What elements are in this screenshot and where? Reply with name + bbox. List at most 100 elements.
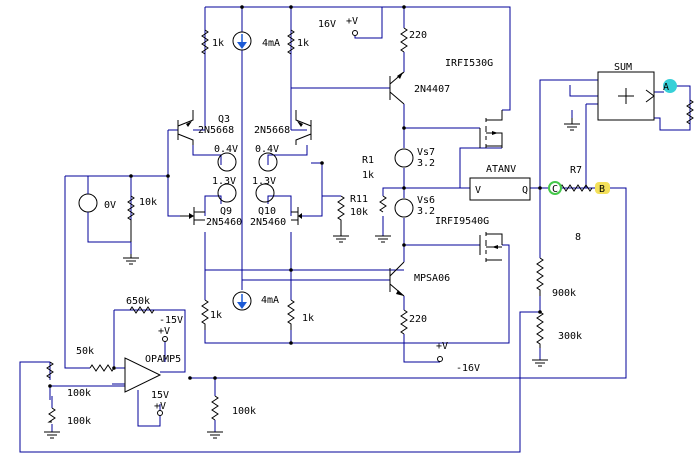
label-vplus-top: +V <box>346 16 358 27</box>
label-r1-name: R1 <box>362 155 374 166</box>
resistor-100k-b <box>47 407 56 423</box>
label-r-in: 10k <box>139 197 157 208</box>
resistor-top-right <box>287 29 295 55</box>
supply-terminals <box>157 30 443 416</box>
resistor-r11 <box>337 195 345 230</box>
cmp-top-right <box>258 152 278 172</box>
label-neg-rail: -16V <box>456 363 480 374</box>
resistor-r7 <box>559 184 593 192</box>
transistor-mpsa06 <box>389 261 405 297</box>
probe-a <box>663 79 677 93</box>
label-vs6-name: Vs6 <box>417 195 435 206</box>
label-i-bot: 4mA <box>261 295 279 306</box>
label-probe-c: C <box>552 184 558 195</box>
voltage-source-vs6 <box>394 198 414 218</box>
resistor-top-left <box>201 29 209 55</box>
label-r7: R7 <box>570 165 582 176</box>
label-r-top-left: 1k <box>212 38 224 49</box>
resistor-50k <box>89 364 115 372</box>
resistor-650k <box>129 306 155 314</box>
label-q9-part: 2N5460 <box>206 217 242 228</box>
resistor-300k <box>536 311 544 348</box>
resistor-bot-right <box>287 299 295 330</box>
atanv-block <box>469 177 531 201</box>
label-drain-bot: 220 <box>409 314 427 325</box>
label-300k: 300k <box>558 331 582 342</box>
labels: 16V +V 220 IRFI530G 2N4407 1k 4mA 1k Q3 … <box>67 16 669 427</box>
label-probe-a: A <box>663 82 669 93</box>
label-atanv-out: Q <box>522 185 528 196</box>
label-sum: SUM <box>614 62 632 73</box>
voltage-source-input <box>78 186 98 220</box>
label-vplus-opamp-top: +V <box>158 326 170 337</box>
grounds <box>44 118 580 439</box>
label-atanv: ATANV <box>486 164 516 175</box>
resistor-sum-feedback <box>686 99 694 125</box>
label-vplus-opamp-bot: +V <box>154 401 166 412</box>
label-50k: 50k <box>76 346 94 357</box>
label-r-bot-left: 1k <box>210 310 222 321</box>
resistor-drain-bot <box>400 309 408 335</box>
cmp-bot-right <box>255 183 275 203</box>
label-vs7-value: 3.2 <box>417 158 435 169</box>
label-i-top: 4mA <box>262 38 280 49</box>
label-cmp-top-left: 0.4V <box>214 144 238 155</box>
wires <box>19 6 691 453</box>
label-650k: 650k <box>126 296 150 307</box>
label-opamp-neg: -15V <box>159 315 183 326</box>
label-100k-c: 100k <box>232 406 256 417</box>
current-source-bottom <box>232 291 252 311</box>
resistor-drain-top <box>400 27 408 53</box>
label-q9-name: Q9 <box>220 206 232 217</box>
transistor-q4 <box>295 110 312 145</box>
label-mpsa06: MPSA06 <box>414 273 450 284</box>
label-2n4407: 2N4407 <box>414 84 450 95</box>
label-r11-name: R11 <box>350 194 368 205</box>
label-900k: 900k <box>552 288 576 299</box>
label-atanv-in: V <box>475 185 481 196</box>
resistor-r1 <box>379 195 387 213</box>
transistor-q10 <box>291 207 302 225</box>
label-pos-rail: 16V <box>318 19 336 30</box>
sources <box>78 31 414 311</box>
current-source-top <box>232 31 252 51</box>
label-q10-name: Q10 <box>258 206 276 217</box>
transistor-q9 <box>180 207 205 225</box>
label-cmp-bot-right: 1.3V <box>252 176 276 187</box>
resistor-bot-left <box>201 299 209 330</box>
label-r1-value: 1k <box>362 170 374 181</box>
label-drain-top: 220 <box>409 30 427 41</box>
mosfet-irfi9540g <box>479 232 503 262</box>
label-v-in: 0V <box>104 200 116 211</box>
transistors <box>177 71 503 297</box>
label-100k-a: 100k <box>67 388 91 399</box>
cmp-bot-left <box>217 183 237 203</box>
transistor-q3 <box>177 110 194 145</box>
label-q3-part: 2N5668 <box>198 125 234 136</box>
label-r-top-right: 1k <box>297 38 309 49</box>
label-cmp-bot-left: 1.3V <box>212 176 236 187</box>
label-opamp-pos: 15V <box>151 390 169 401</box>
label-cmp-top-right: 0.4V <box>255 144 279 155</box>
resistors <box>46 27 694 423</box>
opamp-symbol <box>124 357 162 393</box>
label-irfi530g: IRFI530G <box>445 58 493 69</box>
probe-c <box>548 181 562 195</box>
cmp-top-left <box>217 152 237 172</box>
label-opamp: OPAMP5 <box>145 354 181 365</box>
label-r-bot-right: 1k <box>302 313 314 324</box>
probes <box>548 79 677 195</box>
label-q3-name: Q3 <box>218 114 230 125</box>
resistor-100k-c <box>211 395 219 421</box>
transistor-2n4407 <box>389 71 405 105</box>
label-sum-gain: 8 <box>575 232 581 243</box>
label-probe-b: B <box>599 184 605 195</box>
label-irfi9540g: IRFI9540G <box>435 216 489 227</box>
resistor-input-10k <box>127 195 135 242</box>
blocks <box>124 71 655 393</box>
mosfet-irfi530g <box>479 110 503 148</box>
voltage-source-vs7 <box>394 148 414 168</box>
label-vplus-bot: +V <box>436 341 448 352</box>
label-vs7-name: Vs7 <box>417 147 435 158</box>
